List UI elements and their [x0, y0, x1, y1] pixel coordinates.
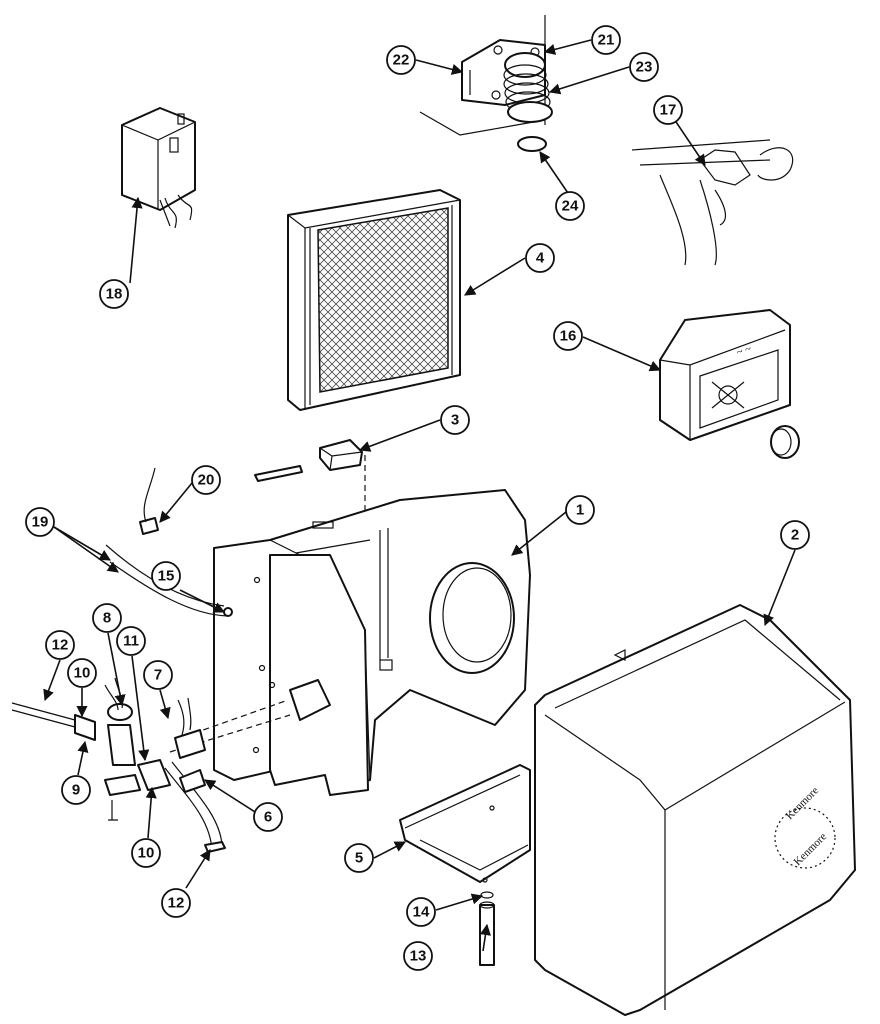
svg-text:23: 23 — [636, 59, 653, 76]
svg-text:12: 12 — [168, 895, 185, 912]
flexible-hose-part — [503, 52, 553, 123]
svg-text:24: 24 — [562, 198, 579, 215]
callout-10-upper: 10 — [67, 658, 97, 688]
svg-text:8: 8 — [103, 610, 111, 627]
svg-text:1: 1 — [576, 502, 584, 519]
svg-text:12: 12 — [52, 637, 69, 654]
svg-text:10: 10 — [138, 845, 155, 862]
svg-text:18: 18 — [106, 286, 123, 303]
svg-text:10: 10 — [74, 665, 91, 682]
wire-nut-part — [139, 517, 159, 535]
callout-19: 19 — [25, 507, 55, 537]
svg-text:22: 22 — [393, 52, 410, 69]
cabinet-cover-part: Kenmore Kenmore — [534, 604, 856, 1016]
svg-text:16: 16 — [560, 328, 577, 345]
callout-16: 16 — [553, 321, 583, 351]
svg-text:20: 20 — [198, 472, 215, 489]
callout-14: 14 — [406, 897, 436, 927]
callout-3: 3 — [440, 405, 470, 435]
compression-nut-part — [74, 714, 96, 741]
connector-part — [179, 769, 206, 793]
transformer-part — [121, 107, 196, 229]
saddle-valve-installation — [631, 139, 794, 266]
callout-2: 2 — [780, 520, 810, 550]
svg-text:14: 14 — [413, 904, 430, 921]
callout-6: 6 — [253, 802, 283, 832]
callout-20: 20 — [191, 465, 221, 495]
svg-text:5: 5 — [355, 850, 363, 867]
callout-7: 7 — [143, 660, 173, 690]
duct-bracket-part — [419, 15, 553, 152]
callout-13: 13 — [403, 941, 433, 971]
callout-8: 8 — [92, 603, 122, 633]
svg-text:13: 13 — [410, 948, 427, 965]
water-tray-part — [399, 764, 531, 883]
main-housing-part — [169, 489, 531, 796]
svg-text:2: 2 — [791, 527, 799, 544]
evaporator-pad-part — [287, 189, 461, 411]
svg-text:3: 3 — [451, 412, 459, 429]
callout-11: 11 — [116, 626, 146, 656]
svg-text:6: 6 — [264, 809, 272, 826]
svg-text:7: 7 — [154, 667, 162, 684]
valve-body-part — [107, 724, 136, 766]
callout-15: 15 — [151, 561, 181, 591]
svg-text:19: 19 — [32, 514, 49, 531]
callout-4: 4 — [525, 243, 555, 273]
callout-24: 24 — [555, 191, 585, 221]
svg-text:11: 11 — [123, 633, 139, 650]
callout-9: 9 — [61, 775, 91, 805]
callout-1: 1 — [565, 495, 595, 525]
humidistat-part: ~ ~ — [659, 309, 800, 459]
callout-18: 18 — [99, 279, 129, 309]
bracket-part — [104, 774, 141, 796]
callout-23: 23 — [629, 52, 659, 82]
svg-text:~ ~: ~ ~ — [735, 343, 753, 359]
callout-22: 22 — [386, 45, 416, 75]
svg-text:9: 9 — [72, 782, 80, 799]
nut-part — [137, 759, 171, 791]
svg-text:4: 4 — [536, 250, 545, 267]
callout-17: 17 — [653, 95, 683, 125]
callout-12-lower: 12 — [161, 888, 191, 918]
leader-lines — [43, 39, 796, 952]
svg-text:21: 21 — [598, 32, 615, 49]
svg-text:17: 17 — [660, 102, 677, 119]
solenoid-part — [174, 697, 206, 759]
callout-10-lower: 10 — [131, 838, 161, 868]
callout-21: 21 — [591, 25, 621, 55]
cap-part — [517, 136, 547, 152]
callout-12-upper: 12 — [45, 630, 75, 660]
callout-5: 5 — [344, 843, 374, 873]
svg-text:15: 15 — [158, 568, 175, 585]
